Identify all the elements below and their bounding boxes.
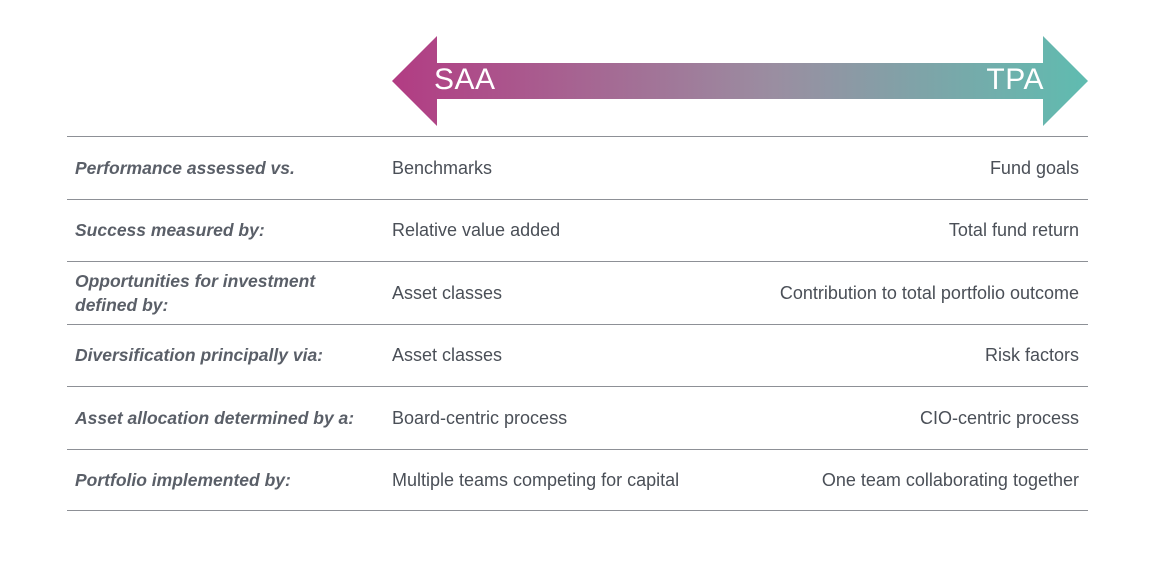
saa-cell: Relative value added: [392, 220, 561, 241]
tpa-cell: Fund goals: [989, 157, 1079, 178]
table-row: Asset allocation determined by a: Board-…: [67, 386, 1088, 449]
criterion-cell: Asset allocation determined by a:: [75, 407, 355, 428]
tpa-cell: One team collaborating together: [821, 469, 1079, 490]
comparison-table: Performance assessed vs. Benchmarks Fund…: [67, 136, 1088, 511]
tpa-cell: Total fund return: [948, 220, 1079, 241]
tpa-cell: Contribution to total portfolio outcome: [779, 282, 1079, 303]
criterion-cell: Portfolio implemented by:: [75, 469, 291, 490]
saa-cell: Board-centric process: [392, 407, 568, 428]
criterion-cell: Performance assessed vs.: [75, 157, 295, 178]
table-row: Performance assessed vs. Benchmarks Fund…: [67, 136, 1088, 199]
table-row: Portfolio implemented by: Multiple teams…: [67, 448, 1088, 511]
tpa-label: TPA: [986, 63, 1044, 96]
saa-cell: Asset classes: [392, 345, 503, 366]
saa-tpa-spectrum-arrow: SAA TPA: [392, 36, 1088, 126]
saa-label: SAA: [434, 63, 496, 96]
criterion-cell: Opportunities for investment defined by:: [75, 270, 316, 315]
tpa-cell: Risk factors: [984, 345, 1079, 366]
table-row: Diversification principally via: Asset c…: [67, 323, 1088, 387]
tpa-cell: CIO-centric process: [919, 407, 1079, 428]
saa-cell: Asset classes: [392, 282, 503, 303]
criterion-cell: Success measured by:: [75, 220, 265, 241]
saa-cell: Benchmarks: [392, 157, 493, 178]
table-row: Opportunities for investment defined by:…: [67, 261, 1088, 324]
criterion-cell: Diversification principally via:: [75, 345, 323, 366]
saa-cell: Multiple teams competing for capital: [392, 469, 680, 490]
table-row: Success measured by: Relative value adde…: [67, 198, 1088, 262]
double-arrow-icon: [392, 36, 1088, 126]
